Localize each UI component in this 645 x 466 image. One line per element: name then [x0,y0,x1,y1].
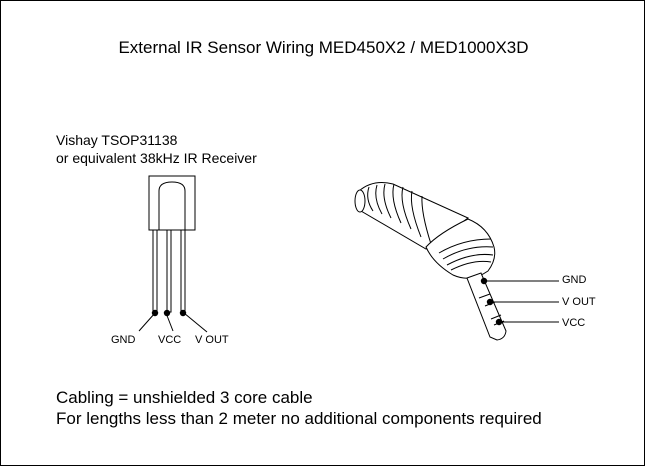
diagram-title: External IR Sensor Wiring MED450X2 / MED… [118,38,529,57]
length-note: For lengths less than 2 meter no additio… [56,409,542,428]
ir-receiver-icon [138,175,208,333]
plug-shaft [466,272,507,341]
receiver-lens [158,181,186,230]
receiver-leg-vcc [166,229,172,313]
receiver-body [148,175,196,231]
pin-dot-vout [179,309,187,317]
receiver-pin-label-gnd: GND [111,334,136,346]
cable-end [354,189,366,213]
jack-contact-dots [480,277,503,326]
receiver-leg-vout [180,229,186,313]
lead-gnd [138,312,156,332]
receiver-leg-gnd [152,229,158,313]
jack-plug-icon [354,182,559,341]
jack-label-vout: V OUT [562,296,596,308]
receiver-pin-label-vout: V OUT [195,334,229,346]
receiver-pin-dots [151,309,187,317]
plug-body [425,218,496,279]
jack-dot-gnd [480,277,488,285]
pin-dot-vcc [163,309,171,317]
sensor-model-label: Vishay TSOP31138 [56,132,178,148]
pin-dot-gnd [151,309,159,317]
receiver-pin-label-vcc: VCC [158,334,182,346]
lead-vout [183,312,208,333]
jack-dot-vcc [495,318,503,326]
jack-label-gnd: GND [562,274,587,286]
jack-label-vcc: VCC [562,317,586,329]
sensor-description-label: or equivalent 38kHz IR Receiver [56,150,257,166]
jack-dot-vout [486,298,494,306]
cabling-note: Cabling = unshielded 3 core cable [56,388,313,407]
